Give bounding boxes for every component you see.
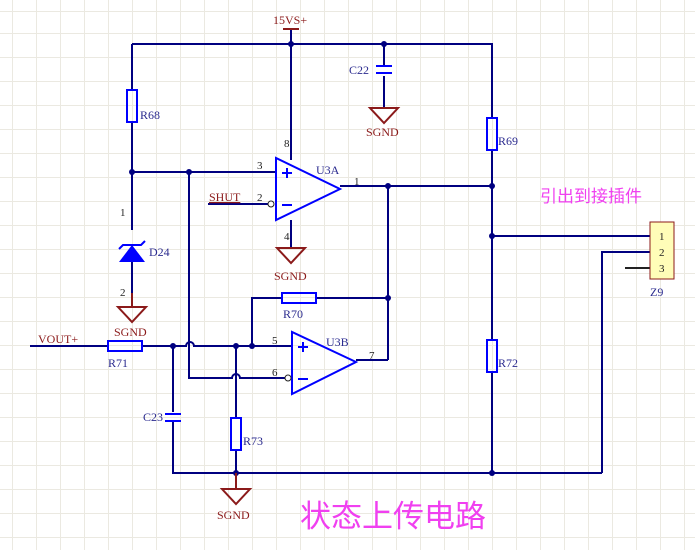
resistors [107, 89, 498, 451]
wire-bottom-rail [172, 422, 602, 474]
pin-u3b-5: 5 [272, 335, 278, 347]
diagram-title: 状态上传电路 [300, 499, 486, 535]
resistor-r68 [126, 89, 138, 123]
opamp-u3a [275, 156, 343, 222]
connector-z9 [649, 221, 675, 280]
label-z9: Z9 [650, 285, 663, 299]
resistor-r72 [486, 339, 498, 373]
ground-d24-icon [115, 306, 149, 324]
resistor-r70 [281, 292, 317, 304]
pin-z9-2: 2 [659, 247, 665, 259]
label-r71: R71 [108, 356, 128, 370]
label-sgnd-c22: SGND [366, 125, 399, 139]
resistor-r73 [230, 417, 242, 451]
label-d24: D24 [149, 245, 170, 259]
resistor-r69 [486, 117, 498, 151]
wires [30, 30, 650, 474]
u3a-inverted-dot [267, 200, 275, 208]
pin-u3b-6: 6 [272, 367, 278, 379]
pin-d24-1: 1 [120, 207, 126, 219]
wire-top-rail [132, 43, 493, 118]
wire-r70-left [251, 297, 282, 346]
label-sgnd-r73: SGND [217, 508, 250, 522]
label-u3b: U3B [326, 335, 349, 349]
opamp-u3b [291, 330, 359, 396]
label-c22: C22 [349, 63, 369, 77]
wire-u3b-pin5 [142, 341, 292, 347]
ground-u3a-icon [274, 247, 308, 265]
ground-c22-icon [367, 107, 401, 125]
label-r69: R69 [498, 134, 518, 148]
wire-z9-pin2 [601, 251, 650, 473]
label-r72: R72 [498, 356, 518, 370]
label-15vs: 15VS+ [273, 13, 307, 27]
label-r73: R73 [243, 434, 263, 448]
label-r70: R70 [283, 307, 303, 321]
label-c23: C23 [143, 410, 163, 424]
pin-u3a-1: 1 [354, 176, 360, 188]
pin-u3a-3: 3 [257, 160, 263, 172]
pin-z9-3: 3 [659, 263, 665, 275]
pin-d24-2: 2 [120, 287, 126, 299]
label-u3a: U3A [316, 163, 340, 177]
u3b-inverted-dot [284, 374, 292, 382]
pin-u3a-2: 2 [257, 192, 263, 204]
capacitors [165, 65, 392, 422]
junctions [129, 41, 495, 476]
pin-u3b-7: 7 [369, 350, 375, 362]
label-r68: R68 [140, 108, 160, 122]
label-sgnd-u3a: SGND [274, 269, 307, 283]
ground-r73-icon [219, 488, 253, 506]
pin-u3a-8: 8 [284, 138, 290, 150]
note-connector: 引出到接插件 [540, 187, 642, 207]
resistor-r71 [107, 340, 143, 352]
label-vout: VOUT+ [38, 332, 78, 346]
label-sgnd-d24: SGND [114, 325, 147, 339]
label-shut: SHUT [209, 190, 241, 204]
pin-z9-1: 1 [659, 231, 665, 243]
pin-u3a-4: 4 [284, 231, 290, 243]
